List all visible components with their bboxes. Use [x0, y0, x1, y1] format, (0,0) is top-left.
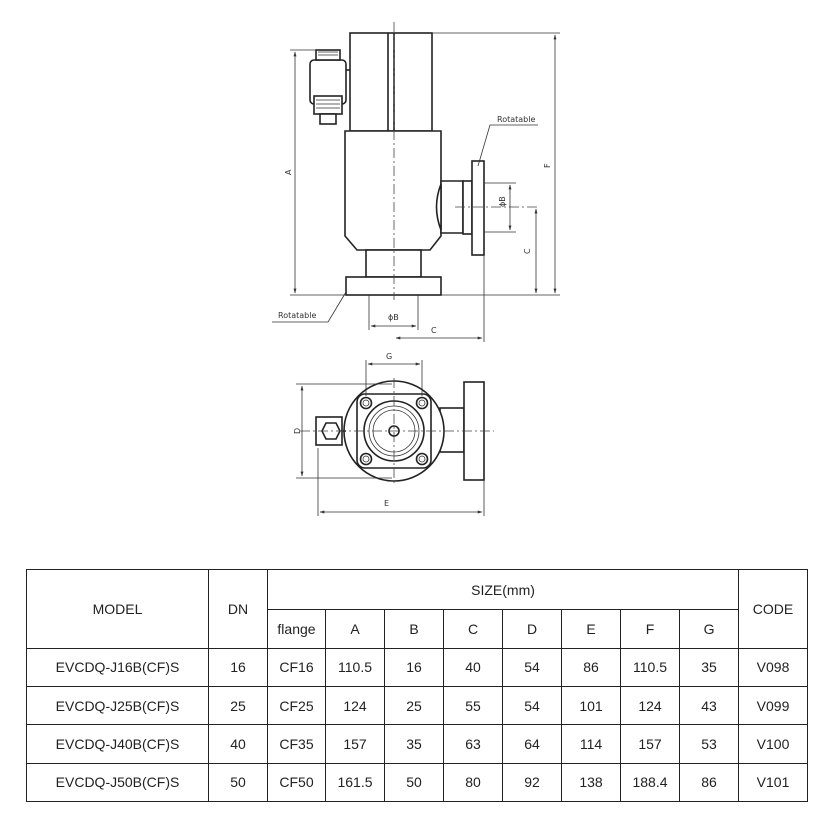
cell-c: 40	[443, 647, 503, 688]
header-flange: flange	[267, 609, 326, 649]
header-f: F	[620, 609, 680, 649]
cell-flange: CF16	[267, 647, 326, 688]
cell-c: 80	[443, 762, 503, 803]
solenoid-connector	[309, 49, 350, 125]
rotatable-label-top: Rotatable	[497, 115, 535, 124]
table-row: EVCDQ-J25B(CF)S 25 CF25 124 25 55 54 101…	[26, 685, 809, 726]
cell-code: V099	[738, 685, 809, 726]
cell-f: 124	[620, 685, 680, 726]
cell-b: 35	[384, 724, 444, 764]
cell-dn: 16	[208, 647, 268, 688]
dim-label-b: ϕB	[498, 196, 507, 207]
cell-b: 50	[384, 762, 444, 803]
header-dn: DN	[208, 569, 268, 649]
cell-d: 64	[502, 724, 562, 764]
header-c: C	[443, 609, 503, 649]
cell-e: 86	[561, 647, 621, 688]
cell-code: V100	[738, 724, 809, 764]
table-row: EVCDQ-J40B(CF)S 40 CF35 157 35 63 64 114…	[26, 724, 809, 764]
technical-drawing: A F C ϕB ϕB C Rotatable Rotatable	[272, 22, 560, 516]
cell-f: 157	[620, 724, 680, 764]
actuator-cylinder	[349, 32, 433, 132]
cell-g: 35	[678, 647, 740, 688]
cell-model: EVCDQ-J40B(CF)S	[26, 724, 209, 764]
cell-flange: CF25	[267, 685, 326, 726]
dim-label-a: A	[284, 169, 293, 175]
spec-table: MODEL DN SIZE(mm) CODE flange A B C D E …	[26, 568, 809, 803]
header-size: SIZE(mm)	[266, 568, 740, 611]
dim-label-f: F	[543, 163, 552, 168]
cell-a: 157	[325, 724, 385, 764]
cell-g: 53	[678, 724, 740, 764]
cell-model: EVCDQ-J25B(CF)S	[26, 685, 209, 726]
valve-body	[344, 130, 442, 251]
cell-b: 25	[384, 685, 444, 726]
cell-code: V098	[738, 647, 809, 688]
rotatable-label-bottom: Rotatable	[278, 311, 316, 320]
cell-e: 114	[561, 724, 621, 764]
header-g: G	[678, 609, 740, 649]
cell-c: 63	[443, 724, 503, 764]
cell-e: 138	[561, 762, 621, 803]
side-flange	[471, 160, 485, 256]
cell-c: 55	[443, 685, 503, 726]
cell-dn: 40	[208, 724, 268, 764]
cell-d: 54	[502, 685, 562, 726]
cell-model: EVCDQ-J16B(CF)S	[26, 647, 209, 688]
cell-d: 54	[502, 647, 562, 688]
top-view: G D E	[293, 352, 494, 516]
cell-f: 188.4	[620, 762, 680, 803]
cell-flange: CF35	[267, 724, 326, 764]
dim-label-c: C	[523, 248, 532, 254]
header-a: A	[325, 609, 385, 649]
header-code: CODE	[738, 569, 809, 649]
header-model: MODEL	[26, 569, 209, 649]
dim-label-e: E	[384, 499, 389, 508]
cell-flange: CF50	[267, 762, 326, 803]
cell-dn: 25	[208, 685, 268, 726]
cell-a: 161.5	[325, 762, 385, 803]
cell-f: 110.5	[620, 647, 680, 688]
cell-a: 110.5	[325, 647, 385, 688]
header-e: E	[561, 609, 621, 649]
bottom-flange	[345, 276, 442, 296]
cell-dn: 50	[208, 762, 268, 803]
dim-label-d: D	[293, 428, 302, 434]
dim-label-b-bottom: ϕB	[388, 313, 399, 322]
cell-e: 101	[561, 685, 621, 726]
cell-d: 92	[502, 762, 562, 803]
cell-g: 86	[678, 762, 740, 803]
cell-code: V101	[738, 762, 809, 803]
cell-a: 124	[325, 685, 385, 726]
header-d: D	[502, 609, 562, 649]
table-row: EVCDQ-J16B(CF)S 16 CF16 110.5 16 40 54 8…	[26, 647, 809, 688]
table-row: EVCDQ-J50B(CF)S 50 CF50 161.5 50 80 92 1…	[26, 762, 809, 803]
dim-label-g: G	[386, 352, 392, 361]
cell-g: 43	[678, 685, 740, 726]
cell-model: EVCDQ-J50B(CF)S	[26, 762, 209, 803]
table-header-row: MODEL DN SIZE(mm) CODE	[26, 568, 809, 649]
dim-label-c-bottom: C	[431, 326, 437, 335]
side-view: A F C ϕB ϕB C Rotatable Rotatable	[272, 22, 560, 342]
cell-b: 16	[384, 647, 444, 688]
header-b: B	[384, 609, 444, 649]
